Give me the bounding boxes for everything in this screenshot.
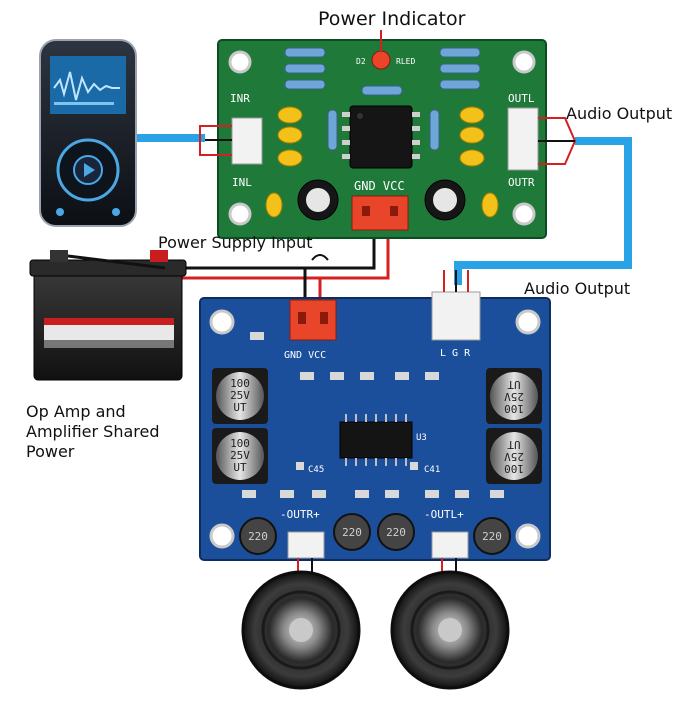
label-shared-power-line3: Power (26, 442, 75, 461)
amp-capacitor-left-bottom: 100 25V UT (212, 428, 268, 484)
label-shared-power-line1: Op Amp and (26, 402, 126, 421)
svg-text:UT: UT (507, 438, 521, 451)
amplifier-board: 100 25V UT 100 25V UT 100 25V UT 100 (199, 270, 551, 561)
svg-text:100: 100 (504, 402, 524, 415)
svg-text:220: 220 (482, 530, 502, 543)
amp-output-right-connector (287, 531, 325, 559)
label-audio-output-top: Audio Output (566, 104, 673, 123)
label-power-supply-input: Power Supply Input (158, 233, 313, 252)
svg-text:220: 220 (386, 526, 406, 539)
preamp-label-d2: D2 (356, 57, 366, 66)
svg-text:25V: 25V (504, 450, 524, 463)
label-shared-power: Op Amp and Amplifier Shared Power (26, 402, 160, 462)
ground-wire-bridge (311, 254, 329, 261)
play-icon (84, 163, 95, 177)
svg-text:25V: 25V (504, 390, 524, 403)
preamp-label-outl: OUTL (508, 92, 535, 105)
preamp-power-connector (351, 195, 409, 231)
preamp-input-connector (231, 117, 263, 165)
amp-input-connector (431, 291, 481, 341)
amp-label-outr: -OUTR+ (280, 508, 320, 521)
amp-capacitor-right-bottom: 100 25V UT (486, 428, 542, 484)
amp-inductors: 220 220 220 220 (239, 513, 511, 555)
amp-label-outl: -OUTL+ (424, 508, 464, 521)
amplifier-chip (339, 421, 413, 459)
amp-capacitor-left-top: 100 25V UT (212, 368, 268, 424)
svg-text:220: 220 (342, 526, 362, 539)
preamp-label-inr: INR (230, 92, 250, 105)
svg-text:100: 100 (504, 462, 524, 475)
preamp-label-rled: RLED (396, 57, 415, 66)
speaker-left (390, 570, 510, 690)
amp-output-left-connector (431, 531, 469, 559)
amp-label-c45: C45 (308, 465, 324, 475)
svg-text:100: 100 (230, 377, 250, 390)
preamp-label-gnd-vcc: GND VCC (354, 179, 405, 193)
preamp-label-inl: INL (232, 176, 252, 189)
battery (29, 250, 187, 381)
svg-text:220: 220 (248, 530, 268, 543)
svg-text:UT: UT (233, 461, 247, 474)
op-amp-chip (349, 105, 413, 169)
svg-text:UT: UT (233, 401, 247, 414)
amp-label-gnd-vcc: GND VCC (284, 350, 326, 361)
amp-label-lgr: L G R (440, 348, 471, 359)
preamp-output-connector (507, 107, 539, 171)
svg-text:25V: 25V (230, 389, 250, 402)
amp-power-connector (289, 299, 337, 341)
preamp-label-outr: OUTR (508, 176, 535, 189)
label-shared-power-line2: Amplifier Shared (26, 422, 160, 441)
power-indicator-led (371, 50, 391, 70)
audio-output-wire (454, 137, 632, 285)
amp-label-c41: C41 (424, 465, 440, 475)
label-audio-output-mid: Audio Output (524, 279, 631, 298)
svg-text:100: 100 (230, 437, 250, 450)
label-power-indicator: Power Indicator (318, 8, 466, 30)
audio-input-wire (135, 134, 205, 142)
amp-capacitor-right-top: 100 25V UT (486, 368, 542, 424)
svg-text:25V: 25V (230, 449, 250, 462)
mp3-player (39, 39, 137, 227)
preamp-board: INR INL OUTL OUTR GND VCC D2 RLED (199, 30, 577, 239)
svg-text:UT: UT (507, 378, 521, 391)
speaker-right (241, 570, 361, 690)
amp-label-u3: U3 (416, 433, 427, 443)
